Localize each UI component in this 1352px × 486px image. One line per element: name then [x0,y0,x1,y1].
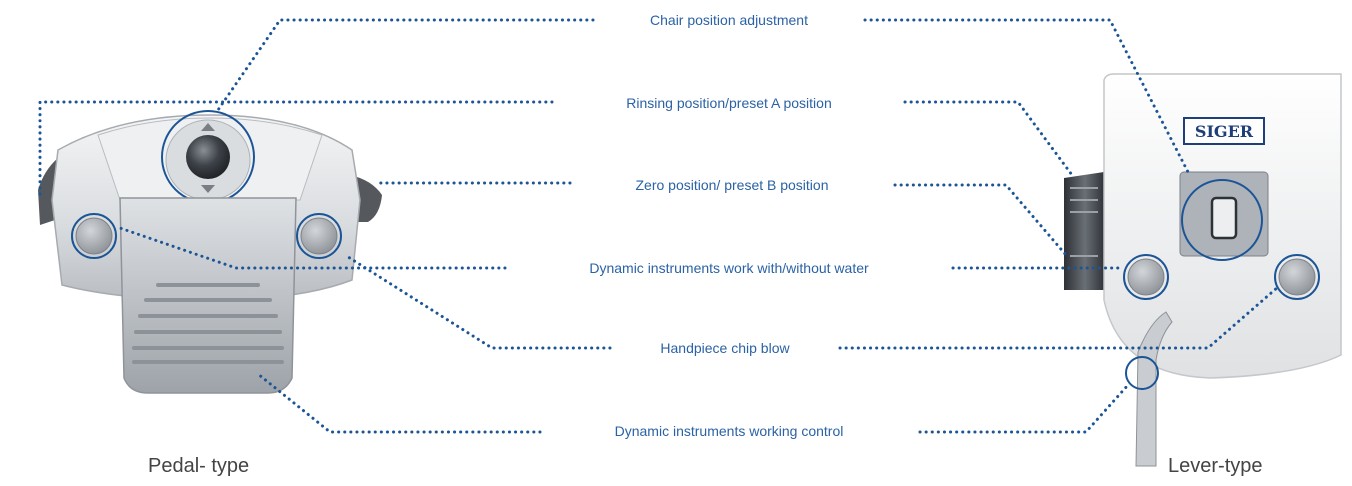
lever-arm [1135,311,1173,467]
joystick-up-arrow [201,123,215,131]
leader-chair-right [863,18,1190,174]
pedal-right-button-ring [296,213,342,259]
lever-type-control: SIGER [1064,73,1342,467]
siger-logo-box [1183,117,1265,145]
leader-rinsing-left [38,100,554,200]
label-chair-position-adjustment: Chair position adjustment [650,12,808,28]
lever-left-button [1127,258,1165,296]
lever-side-block [1064,172,1106,290]
lever-side-slots [1070,187,1098,257]
leader-working-left [256,372,542,434]
caption-lever-type: Lever-type [1168,455,1263,477]
joystick-down-arrow [201,185,215,193]
leader-chair-left [216,18,595,112]
pedal-left-button [75,217,113,255]
pedal-left-button-ring [71,213,117,259]
foot-plate-ridges [132,283,284,364]
pedal-right-button [300,217,338,255]
lever-right-button [1278,258,1316,296]
label-dynamic-water: Dynamic instruments work with/without wa… [589,260,869,276]
lever-switch-ring [1181,179,1263,261]
leader-water-left [118,226,507,270]
lever-center-switch [1210,196,1238,240]
caption-pedal-type: Pedal- type [148,455,250,477]
pedal-type-control [38,110,382,394]
joystick-ball [186,135,230,179]
label-zero-preset-b: Zero position/ preset B position [635,177,829,193]
label-dynamic-working-control: Dynamic instruments working control [614,423,844,439]
leader-rinsing-right [903,100,1074,177]
lever-arm-ring [1125,356,1159,390]
leader-lines [38,18,1280,434]
leader-chip-blow-right [838,285,1280,350]
leader-working-right [918,383,1130,434]
label-rinsing-preset-a: Rinsing position/preset A position [626,95,832,111]
leader-zero-right [893,183,1068,257]
lever-right-button-ring [1274,254,1320,300]
pedal-foot-plate [119,197,297,394]
leader-chip-blow-left [343,253,612,350]
lever-left-button-ring [1123,254,1169,300]
label-handpiece-chip-blow: Handpiece chip blow [660,340,790,356]
siger-logo-text: SIGER [1195,122,1254,141]
